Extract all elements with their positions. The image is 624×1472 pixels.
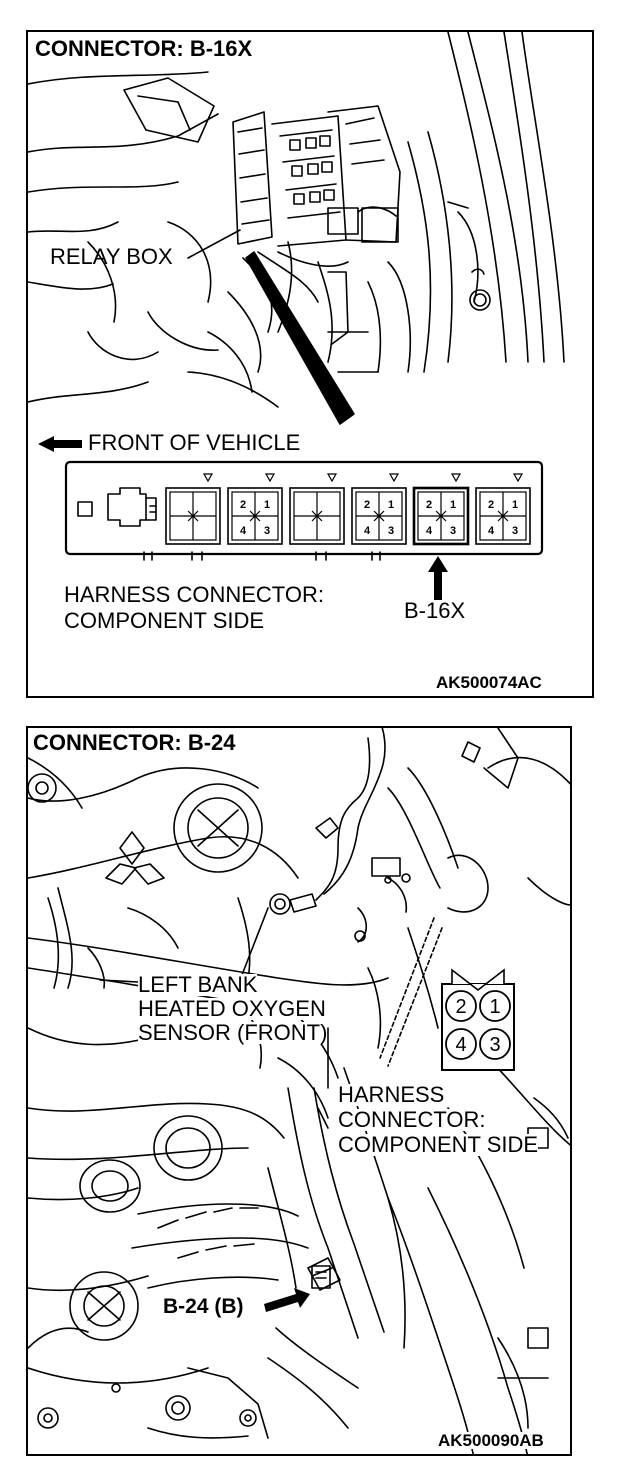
polarity-triangle-icon <box>202 473 214 483</box>
harness-label-line3: COMPONENT SIDE <box>338 1132 539 1157</box>
pin-circle <box>479 1028 511 1060</box>
pin-number: 4 <box>364 525 371 537</box>
connector-b24-panel: 2 1 4 3 CONNECTOR: B-24 LEFT BANK HEATED OX… <box>26 726 572 1456</box>
harness-label-line2: CONNECTOR: <box>338 1107 486 1132</box>
b16x-arrow-icon <box>428 556 448 600</box>
pin-number: 2 <box>364 499 370 511</box>
pin-number: 1 <box>388 499 394 511</box>
pin-number: 1 <box>264 499 270 511</box>
page-title: CONNECTOR: B-16X <box>32 38 256 60</box>
pin-number: 3 <box>512 525 518 537</box>
pin-number: 1 <box>512 499 518 511</box>
pin-number: 4 <box>240 525 247 537</box>
pin-number: 2 <box>426 499 432 511</box>
b24-connector-id: B-24 (B) <box>163 1295 244 1318</box>
harness-connector-label: HARNESS CONNECTOR: <box>64 582 324 607</box>
pin-number: 3 <box>489 1034 500 1056</box>
reference-code: AK500074AC <box>436 673 542 692</box>
sensor-label-line3: SENSOR (FRONT) <box>138 1020 328 1045</box>
b16x-connector-block: 2 1 4 3 2 1 4 3 2 1 4 3 2 1 4 3 <box>165 473 531 546</box>
page-title-b24: CONNECTOR: B-24 <box>33 730 236 755</box>
pin-circle <box>479 990 511 1022</box>
sensor-label-line2: HEATED OXYGEN <box>138 996 326 1021</box>
sensor-label-line1: LEFT BANK <box>138 972 258 997</box>
polarity-triangle-icon <box>512 473 524 483</box>
b24-latch-icon <box>451 968 505 992</box>
pin-number: 4 <box>426 525 433 537</box>
pin-circle <box>445 990 477 1022</box>
polarity-triangle-icon <box>264 473 276 483</box>
polarity-triangle-icon <box>450 473 462 483</box>
pin-number: 3 <box>264 525 270 537</box>
connector-id-label: B-16X <box>404 598 466 623</box>
pin-number: 2 <box>488 499 494 511</box>
pin-number: 1 <box>450 499 456 511</box>
b24-pinout-diagram: 2 1 4 3 <box>441 968 515 1071</box>
pin-circle <box>445 1028 477 1060</box>
harness-label-line1: HARNESS <box>338 1082 445 1107</box>
connector-b16x-panel: 2 1 4 3 2 1 4 3 2 1 4 3 2 1 4 3 CONNECTOR: B-16X RELAY … <box>26 30 594 698</box>
pin-number: 2 <box>240 499 246 511</box>
polarity-triangle-icon <box>326 473 338 483</box>
pin-number: 4 <box>455 1034 466 1056</box>
pin-number: 1 <box>489 996 500 1018</box>
front-of-vehicle-label: FRONT OF VEHICLE <box>88 430 301 455</box>
relay-box-label: RELAY BOX <box>50 244 173 269</box>
pin-number: 3 <box>388 525 394 537</box>
component-side-label: COMPONENT SIDE <box>64 608 265 633</box>
reference-code-b24: AK500090AB <box>438 1431 544 1450</box>
polarity-triangle-icon <box>388 473 400 483</box>
pin-number: 4 <box>488 525 495 537</box>
relay-box-illustration <box>28 32 565 561</box>
pin-number: 3 <box>450 525 456 537</box>
pin-number: 2 <box>455 996 466 1018</box>
